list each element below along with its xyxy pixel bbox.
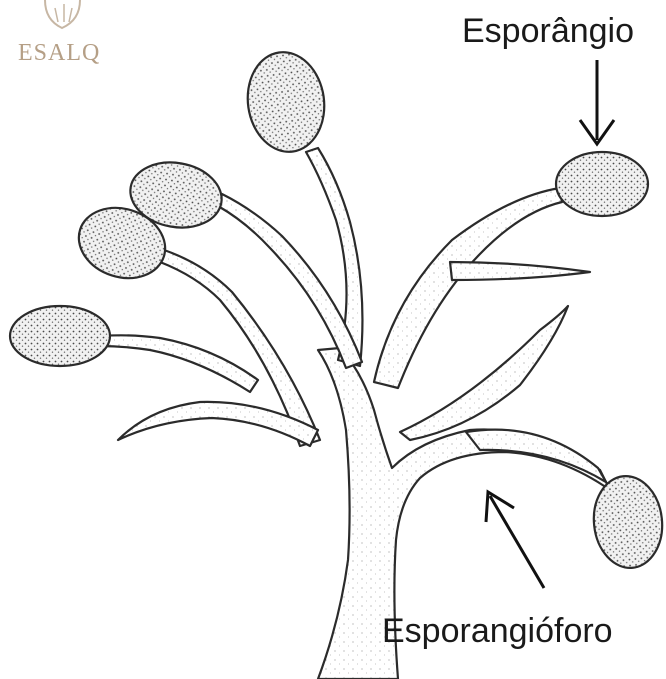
branch-left-low	[100, 335, 258, 392]
arrow-to-sporangiophore	[486, 492, 544, 588]
sporangium-label: Esporângio	[462, 12, 634, 51]
branch-spur-right	[450, 262, 590, 280]
sporangium-far-left	[10, 306, 110, 366]
esalq-logo-text: ESALQ	[18, 40, 100, 67]
arrow-to-sporangium	[580, 60, 614, 144]
sporangium-top	[241, 47, 330, 157]
sporangiophore-label: Esporangióforo	[382, 612, 613, 651]
sporangium-upper-right	[556, 152, 648, 216]
sporangium-lower-right	[589, 473, 666, 572]
esalq-logo	[45, 0, 80, 28]
